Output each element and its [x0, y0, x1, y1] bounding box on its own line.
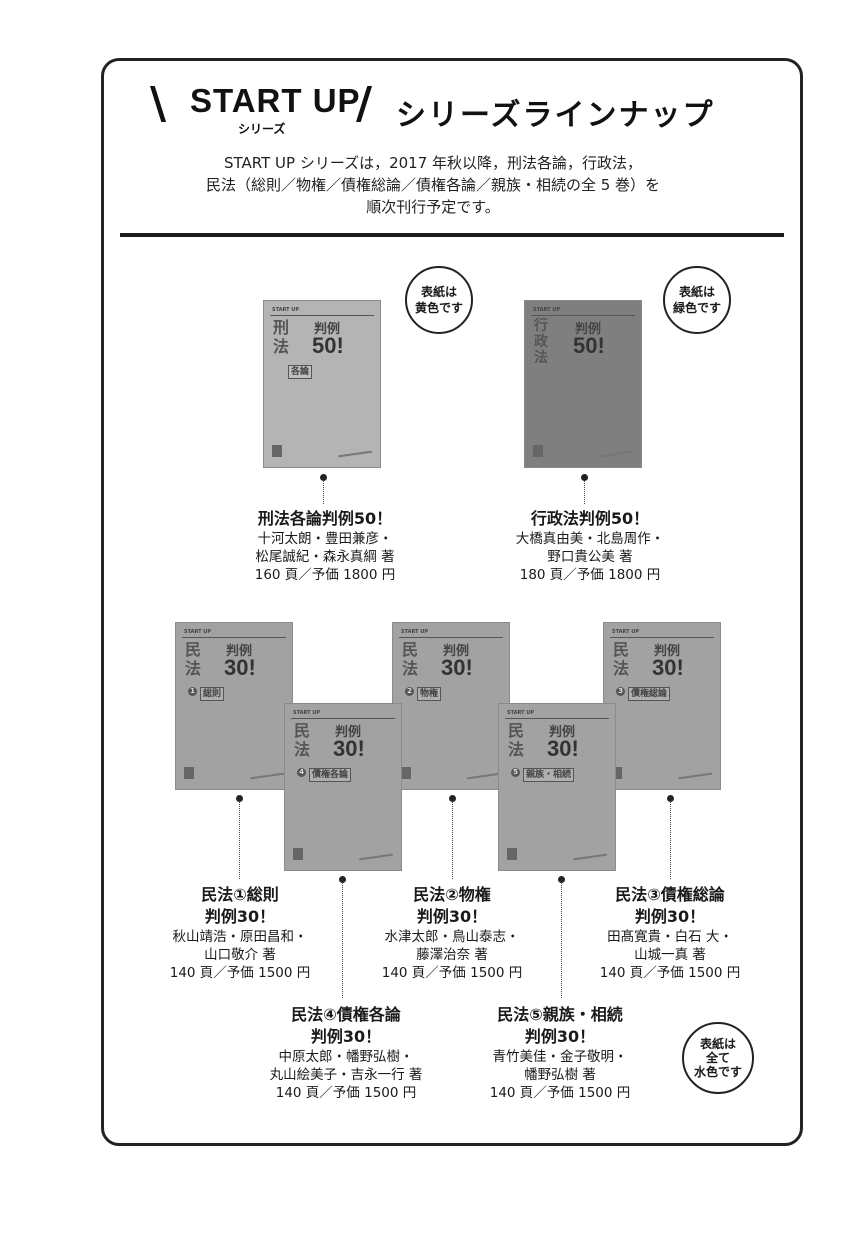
- header-slash-right: /: [356, 78, 373, 129]
- book-cover-minpo-3: START UP 民法 判例 30! 3 債権総論: [603, 622, 721, 790]
- book-cover-gyoseiho: START UP 行政法 判例 50!: [524, 300, 642, 468]
- connector-line: [584, 480, 585, 504]
- connector-dot: [236, 795, 243, 802]
- connector-dot: [449, 795, 456, 802]
- header-rule: [120, 233, 784, 237]
- connector-line: [342, 882, 343, 998]
- connector-line: [239, 801, 240, 879]
- bubble-green: 表紙は緑色です: [663, 266, 731, 334]
- publisher-logo-icon: [293, 848, 303, 860]
- book-cover-minpo-4: START UP 民法 判例 30! 4 債権各論: [284, 703, 402, 871]
- publisher-logo-icon: [507, 848, 517, 860]
- connector-dot: [581, 474, 588, 481]
- connector-line: [452, 801, 453, 879]
- connector-line: [670, 801, 671, 879]
- book-cover-minpo-1: START UP 民法 判例 30! 1 総則: [175, 622, 293, 790]
- publisher-logo-icon: [272, 445, 282, 457]
- connector-dot: [339, 876, 346, 883]
- book-info-keiho: 刑法各論判例50！ 十河太朗・豊田兼彦・ 松尾誠紀・森永真綱 著 160 頁／予…: [254, 509, 396, 583]
- header-slash-left: \: [150, 78, 167, 129]
- connector-dot: [558, 876, 565, 883]
- page-frame: [101, 58, 803, 1146]
- book-cover-minpo-5: START UP 民法 判例 30! 5 親族・相続: [498, 703, 616, 871]
- intro-text: START UP シリーズは，2017 年秋以降，刑法各論，行政法， 民法（総則…: [205, 154, 661, 216]
- book-info-gyoseiho: 行政法判例50！ 大橋真由美・北島周作・ 野口貴公美 著 180 頁／予価 18…: [515, 509, 665, 583]
- bubble-blue: 表紙は全て水色です: [682, 1022, 754, 1094]
- book-info-minpo-1: 民法①総則 判例30！ 秋山靖浩・原田昌和・ 山口敬介 著 140 頁／予価 1…: [169, 885, 311, 981]
- publisher-logo-icon: [401, 767, 411, 779]
- publisher-logo-icon: [612, 767, 622, 779]
- lineup-heading: シリーズラインナップ: [396, 98, 715, 133]
- series-brand: START UP: [190, 82, 361, 119]
- book-info-minpo-5: 民法⑤親族・相続 判例30！ 青竹美佳・金子敬明・ 幡野弘樹 著 140 頁／予…: [489, 1005, 631, 1101]
- book-cover-minpo-2: START UP 民法 判例 30! 2 物権: [392, 622, 510, 790]
- bubble-yellow: 表紙は黄色です: [405, 266, 473, 334]
- book-info-minpo-3: 民法③債権総論 判例30！ 田髙寛貴・白石 大・ 山城一真 著 140 頁／予価…: [599, 885, 741, 981]
- book-info-minpo-4: 民法④債権各論 判例30！ 中原太郎・幡野弘樹・ 丸山絵美子・吉永一行 著 14…: [269, 1005, 423, 1101]
- connector-line: [561, 882, 562, 998]
- connector-dot: [320, 474, 327, 481]
- book-info-minpo-2: 民法②物権 判例30！ 水津太郎・鳥山泰志・ 藤澤治奈 著 140 頁／予価 1…: [381, 885, 523, 981]
- publisher-logo-icon: [184, 767, 194, 779]
- connector-line: [323, 480, 324, 504]
- series-brand-sub: シリーズ: [238, 122, 286, 136]
- book-cover-keiho: START UP 刑法 判例 50! 各論: [263, 300, 381, 468]
- connector-dot: [667, 795, 674, 802]
- publisher-logo-icon: [533, 445, 543, 457]
